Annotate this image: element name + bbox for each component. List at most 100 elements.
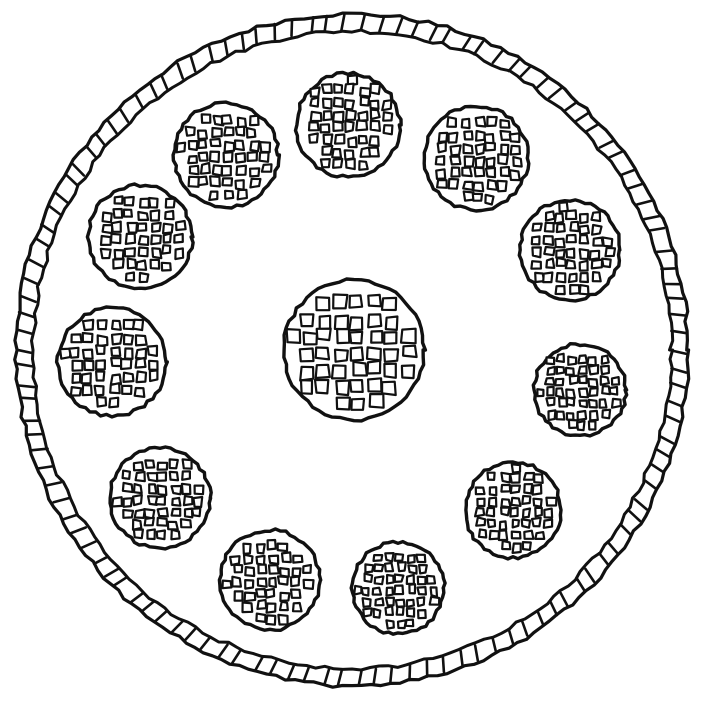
cluster-cell: [387, 588, 393, 596]
cluster-cell: [612, 377, 619, 385]
cluster-cell: [602, 356, 609, 364]
cluster-cell: [570, 222, 578, 231]
cluster-cell: [501, 485, 510, 492]
cluster-cell: [489, 498, 496, 507]
cluster-cell: [475, 168, 485, 177]
cluster-cell: [114, 209, 123, 218]
cluster-cell: [579, 389, 588, 398]
cluster-cell: [580, 214, 588, 223]
ring-cell-wall: [32, 449, 47, 451]
cluster-cell: [250, 179, 260, 188]
cluster-cell: [101, 249, 111, 258]
peripheral-cell-cluster-11: [173, 102, 279, 208]
cluster-cell: [346, 159, 355, 169]
cluster-cell: [123, 471, 130, 479]
cluster-cell: [401, 329, 416, 344]
cluster-cell: [225, 142, 234, 152]
cluster-cell: [322, 84, 332, 93]
cluster-cell: [384, 349, 398, 362]
cluster-cell: [436, 169, 445, 179]
cluster-cell: [537, 389, 543, 396]
cluster-cell: [510, 508, 517, 517]
cluster-cell: [557, 367, 564, 374]
cluster-cell: [498, 154, 508, 164]
cluster-cell: [134, 530, 143, 539]
cluster-cell: [592, 212, 601, 221]
cluster-cell: [133, 320, 143, 330]
cluster-cell: [371, 110, 380, 120]
cluster-cell: [188, 156, 197, 163]
peripheral-cell-cluster-5: [466, 462, 561, 559]
cluster-cell: [182, 484, 190, 494]
cluster-cell: [73, 374, 81, 383]
cluster-cell: [202, 114, 211, 122]
cluster-cell: [532, 247, 540, 257]
cluster-cell: [109, 398, 118, 408]
cluster-cell: [363, 608, 372, 616]
cluster-cell: [125, 349, 133, 359]
cluster-cell: [140, 199, 149, 208]
cluster-cell: [124, 210, 132, 217]
cluster-cell: [449, 133, 458, 143]
cluster-cell: [213, 165, 222, 175]
cluster-cell: [476, 517, 485, 525]
cluster-cell: [158, 508, 168, 516]
cluster-cell: [98, 335, 108, 346]
cluster-cell: [300, 314, 313, 326]
cluster-cell: [238, 190, 247, 200]
cluster-cell: [513, 544, 521, 553]
cluster-cell: [510, 170, 520, 180]
cluster-cell: [115, 196, 123, 203]
cluster-cell: [544, 236, 553, 245]
cluster-cell: [363, 598, 371, 607]
cluster-cell: [579, 366, 587, 373]
cluster-cell: [473, 194, 482, 201]
ring-cell-wall: [20, 398, 35, 399]
cluster-cell: [473, 183, 483, 192]
cluster-cell: [222, 115, 232, 124]
cluster-cell: [199, 153, 208, 161]
cluster-cell: [176, 221, 186, 230]
cluster-cell: [501, 167, 509, 176]
cluster-cell: [223, 581, 232, 589]
cluster-cell: [603, 237, 613, 246]
cluster-cell: [139, 236, 148, 245]
cluster-cell: [123, 483, 133, 492]
cluster-cell: [368, 378, 381, 391]
cluster-cell: [83, 350, 93, 359]
cluster-cell: [256, 614, 265, 622]
cluster-cell: [524, 473, 534, 480]
cluster-cell: [149, 198, 157, 208]
cluster-cell: [135, 509, 145, 518]
cluster-cell: [139, 248, 148, 257]
cluster-cell: [555, 379, 563, 386]
cluster-cell: [133, 520, 141, 530]
cluster-cell: [487, 117, 496, 126]
cluster-cell: [545, 223, 554, 232]
cluster-cell: [398, 562, 406, 571]
cluster-cell: [192, 508, 200, 516]
cluster-cell: [134, 462, 143, 470]
cluster-cell: [333, 112, 343, 122]
cluster-cell: [113, 259, 123, 269]
cluster-cell: [103, 213, 112, 223]
cluster-cell: [408, 565, 416, 573]
cluster-cell: [451, 168, 459, 177]
cluster-cell: [557, 258, 566, 266]
cluster-cell: [349, 317, 362, 330]
cluster-cell: [163, 224, 173, 234]
cluster-cell: [580, 235, 589, 243]
cluster-cell: [293, 556, 302, 563]
cluster-cell: [210, 152, 219, 162]
cluster-cell: [310, 98, 318, 107]
cluster-cell: [511, 486, 520, 493]
cluster-cell: [83, 320, 93, 330]
cluster-cell: [569, 274, 577, 282]
cluster-cell: [450, 157, 460, 165]
cluster-cell: [522, 496, 530, 504]
cluster-cell: [186, 127, 195, 136]
cluster-cell: [145, 518, 154, 526]
cluster-cell: [592, 260, 602, 269]
cluster-cell: [280, 568, 289, 577]
cluster-cell: [111, 347, 120, 356]
